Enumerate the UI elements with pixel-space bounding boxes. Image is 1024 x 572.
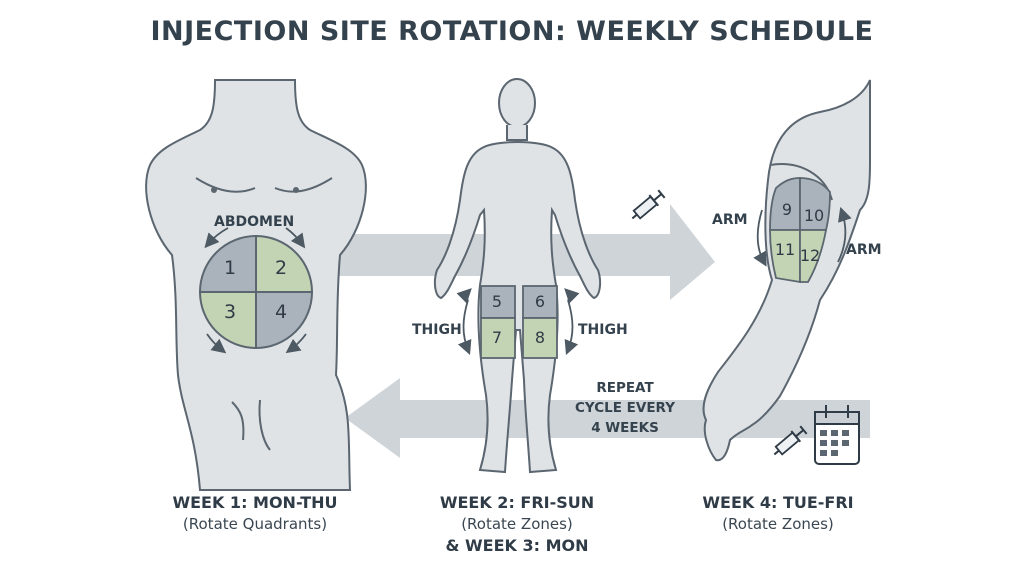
- zone-4: 4: [274, 301, 288, 323]
- repeat-line-2: CYCLE EVERY: [575, 400, 675, 416]
- zone-9: 9: [781, 200, 793, 219]
- calendar-icon: [814, 405, 860, 465]
- zone-3: 3: [223, 301, 237, 323]
- repeat-line-3: 4 WEEKS: [591, 420, 659, 436]
- arm-zones: [769, 177, 831, 284]
- thigh-label-left: THIGH: [412, 322, 462, 338]
- week2-subtitle: (Rotate Zones): [461, 515, 573, 533]
- week1-caption: WEEK 1: MON-THU (Rotate Quadrants): [125, 492, 385, 535]
- zone-7: 7: [491, 328, 503, 347]
- zone-1: 1: [223, 257, 237, 279]
- arm-label-right: ARM: [846, 242, 882, 258]
- zone-10: 10: [803, 206, 825, 225]
- zone-8: 8: [534, 328, 546, 347]
- week2-caption: WEEK 2: FRI-SUN (Rotate Zones) & WEEK 3:…: [387, 492, 647, 557]
- week1-subtitle: (Rotate Quadrants): [182, 515, 328, 533]
- flow-arrow-left: [345, 378, 870, 458]
- page-title: INJECTION SITE ROTATION: WEEKLY SCHEDULE: [150, 16, 874, 47]
- abdomen-quadrants: [198, 234, 314, 350]
- week4-title: WEEK 4: TUE-FRI: [702, 493, 854, 512]
- thigh-label-right: THIGH: [578, 322, 628, 338]
- week4-subtitle: (Rotate Zones): [722, 515, 834, 533]
- zone-6: 6: [534, 292, 546, 311]
- week1-title: WEEK 1: MON-THU: [172, 493, 338, 512]
- thigh-zones: [480, 285, 558, 359]
- arm-label-left: ARM: [712, 212, 748, 228]
- syringe-icon: [631, 189, 666, 220]
- week3-title: & WEEK 3: MON: [445, 536, 589, 555]
- syringe-icon: [773, 425, 808, 456]
- week4-caption: WEEK 4: TUE-FRI (Rotate Zones): [648, 492, 908, 535]
- week2-title: WEEK 2: FRI-SUN: [439, 493, 595, 512]
- rotate-arrow-icon: [204, 227, 307, 354]
- rotate-arrow-icon: [753, 206, 852, 267]
- repeat-note: REPEAT CYCLE EVERY 4 WEEKS: [555, 378, 695, 438]
- repeat-line-1: REPEAT: [596, 380, 654, 396]
- zone-2: 2: [274, 257, 288, 279]
- zone-5: 5: [491, 292, 503, 311]
- zone-11: 11: [774, 240, 796, 259]
- full-body-figure: [433, 78, 602, 474]
- rotate-arrow-icon: [456, 288, 580, 356]
- zone-12: 12: [799, 246, 821, 265]
- abdomen-label: ABDOMEN: [214, 214, 295, 230]
